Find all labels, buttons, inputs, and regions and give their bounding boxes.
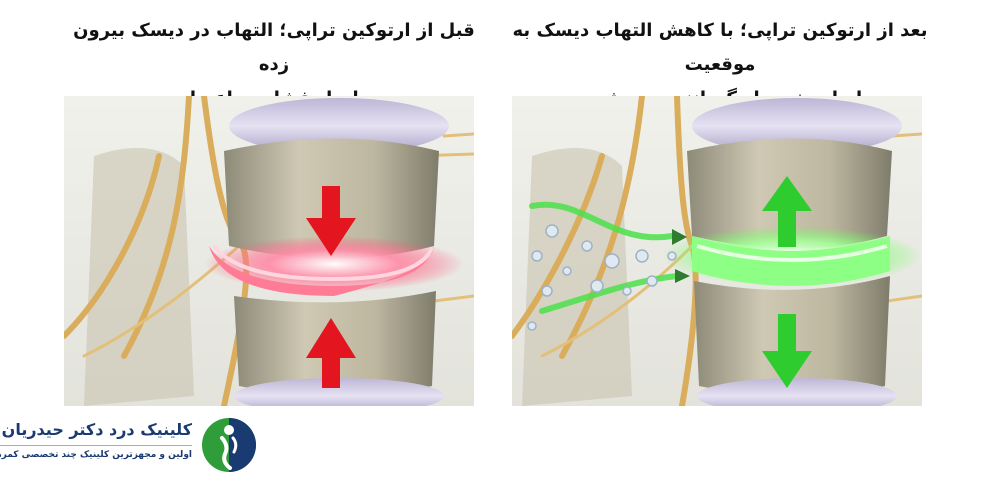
spine-person-logo-icon — [202, 418, 256, 472]
clinic-tagline: اولین و مجهزترین کلینیک چند تخصصی کمردرد — [0, 450, 192, 460]
before-caption-line1: قبل از ارتوکین تراپی؛ التهاب در دیسک بیر… — [73, 20, 475, 75]
arrow-up-green-icon — [762, 176, 812, 247]
before-illustration — [64, 96, 474, 406]
clinic-name: کلینیک درد دکتر حیدریان — [1, 420, 192, 439]
spine-after-illustration — [512, 96, 922, 406]
after-caption-line1: بعد از ارتوکین تراپی؛ با کاهش التهاب دیس… — [512, 20, 928, 75]
arrow-up-red-icon — [306, 318, 356, 388]
logo-text: کلینیک درد دکتر حیدریان اولین و مجهزترین… — [0, 410, 192, 460]
logo-divider — [0, 445, 192, 446]
arrow-down-green-icon — [762, 314, 812, 388]
clinic-logo: کلینیک درد دکتر حیدریان اولین و مجهزترین… — [0, 410, 270, 480]
after-illustration — [512, 96, 922, 406]
spine-before-illustration — [64, 96, 474, 406]
arrow-down-red-icon — [306, 186, 356, 256]
